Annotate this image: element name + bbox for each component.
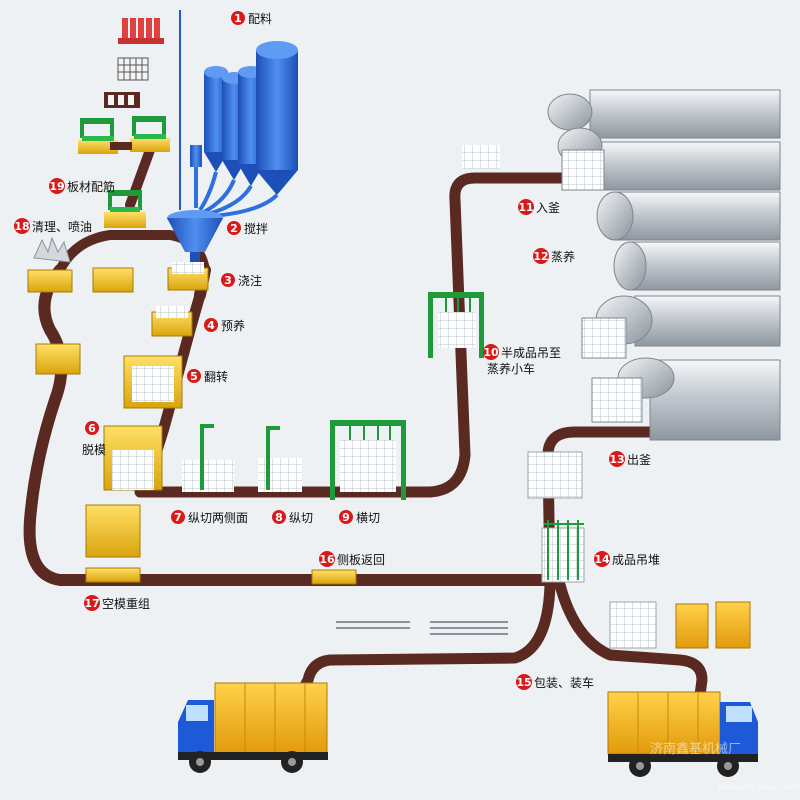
step-3-label: 浇注 — [238, 273, 262, 288]
step-1: 1 配料 — [231, 11, 272, 26]
step-1-number: 1 — [234, 12, 242, 25]
step-10-label-line2: 蒸养小车 — [487, 361, 535, 376]
step-7-label: 纵切两侧面 — [188, 511, 248, 525]
step-12-number: 12 — [533, 250, 548, 263]
step-18: 18 清理、喷油 — [14, 218, 92, 234]
green-block-stack — [462, 145, 500, 169]
step-9-number: 9 — [342, 511, 350, 524]
step-13: 13 出釜 — [609, 451, 651, 467]
step-10-number: 10 — [483, 346, 499, 359]
step-15-label: 包装、装车 — [534, 675, 594, 690]
step-14-number: 14 — [594, 553, 610, 566]
autoclave-3 — [597, 192, 780, 240]
step-5-label: 翻转 — [204, 369, 228, 384]
step-14-label: 成品吊堆 — [612, 553, 660, 567]
step-13-number: 13 — [609, 453, 624, 466]
step-10-label: 半成品吊至 — [501, 346, 561, 360]
step-16-number: 16 — [319, 553, 335, 566]
step-1-label: 配料 — [248, 12, 272, 26]
step-4-label: 预养 — [221, 318, 245, 333]
step-6-number: 6 — [88, 422, 96, 435]
step-18-label: 清理、喷油 — [32, 220, 92, 234]
step-18-number: 18 — [14, 220, 29, 233]
step-8-number: 8 — [275, 511, 283, 524]
step-9-label: 横切 — [356, 511, 380, 525]
step-14: 14 成品吊堆 — [594, 551, 660, 567]
step-19: 19 板材配筋 — [49, 178, 115, 194]
step-7-number: 7 — [174, 511, 182, 524]
step-16: 16 侧板返回 — [319, 551, 385, 567]
step-13-label: 出釜 — [627, 452, 651, 467]
step-15-number: 15 — [516, 676, 531, 689]
watermark-url: www.hc360.com — [718, 782, 800, 793]
step-11-number: 11 — [518, 201, 533, 214]
step-17-label: 空模重组 — [102, 597, 150, 611]
welding-frame-b — [130, 116, 170, 152]
step-6-label: 脱模 — [82, 442, 106, 457]
step-5: 5 翻转 — [187, 369, 228, 384]
step-19-label: 板材配筋 — [67, 179, 115, 194]
step-17: 17 空模重组 — [84, 595, 150, 611]
step-8-label: 纵切 — [289, 511, 313, 525]
step-17-number: 17 — [84, 597, 99, 610]
step-11-label: 入釜 — [536, 200, 560, 215]
step-12: 12 蒸养 — [533, 248, 575, 264]
step-19-number: 19 — [49, 180, 64, 193]
welding-frame-c — [104, 190, 146, 228]
step-16-label: 侧板返回 — [337, 553, 385, 567]
step-2: 2 搅拌 — [227, 221, 268, 236]
step-4-number: 4 — [207, 319, 215, 332]
watermark-company: 济南鑫基机械厂 — [650, 741, 741, 757]
step-9: 9 横切 — [339, 510, 380, 525]
step-2-label: 搅拌 — [244, 221, 268, 236]
step-3-number: 3 — [224, 274, 232, 287]
step-12-label: 蒸养 — [551, 249, 575, 264]
step-3: 3 浇注 — [221, 273, 262, 288]
step-2-number: 2 — [230, 222, 238, 235]
step-8: 8 纵切 — [272, 510, 313, 525]
autoclave-4 — [614, 242, 780, 290]
step-15: 15 包装、装车 — [516, 674, 594, 690]
step-11: 11 入釜 — [518, 199, 560, 215]
step-4: 4 预养 — [204, 318, 245, 333]
step-5-number: 5 — [190, 370, 198, 383]
